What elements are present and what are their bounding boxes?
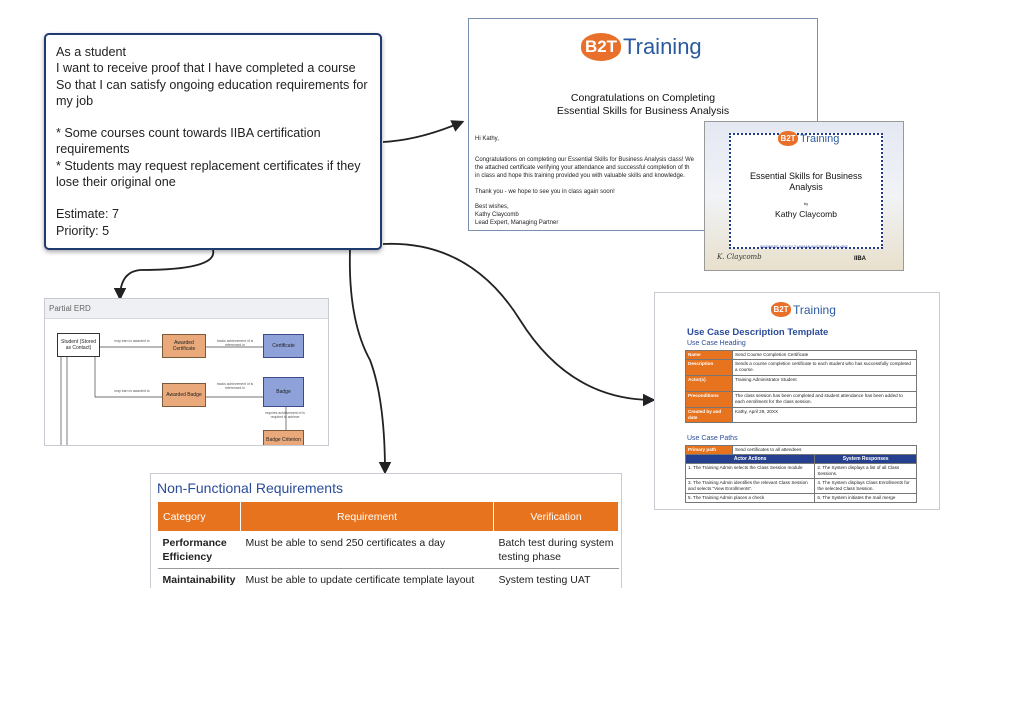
- certificate-title: Essential Skills for Business Analysis: [749, 171, 863, 192]
- entity-badge-criterion: Badge Criterion: [263, 430, 304, 445]
- email-body: in class and hope this training provided…: [475, 173, 685, 179]
- partial-erd: Partial ERD Student (Stored as Contact) …: [44, 298, 329, 446]
- nfr-verification: System testing UAT: [493, 568, 619, 588]
- entity-certificate: Certificate: [263, 334, 304, 358]
- table-row: Maintainability Must be able to update c…: [157, 568, 619, 588]
- signature: K. Claycomb: [717, 253, 762, 261]
- certificate-footer: BUSINESS AGILITY T HUMAN BUSINESS ANALYS…: [760, 245, 848, 249]
- use-case-title: Use Case Description Template: [687, 327, 829, 338]
- relation-label: tracks achievement of is referenced in: [216, 339, 254, 347]
- email-subheading: Essential Skills for Business Analysis: [556, 105, 730, 117]
- connector-to-nfr: [348, 249, 392, 475]
- entity-badge: Badge: [263, 377, 304, 407]
- entity-awarded-certificate: Awarded Certificate: [162, 334, 206, 358]
- erd-lines: [60, 346, 287, 445]
- relation-label: tracks achievement of is referenced in: [216, 382, 254, 390]
- connector-to-usecase: [382, 242, 656, 407]
- nfr-category: Performance Efficiency: [157, 531, 241, 569]
- email-heading: Congratulations on Completing: [570, 92, 716, 104]
- email-signer-title: Lead Expert, Managing Partner: [475, 220, 559, 226]
- story-note: * Some courses count towards IIBA certif…: [56, 126, 321, 157]
- email-signoff: Best wishes,: [475, 204, 509, 210]
- column-header: Verification: [493, 501, 619, 532]
- nfr-requirement: Must be able to send 250 certificates a …: [240, 531, 494, 569]
- entity-student: Student (Stored as Contact): [57, 333, 100, 357]
- iiba-logo: IIBA: [854, 256, 866, 262]
- story-note: * Students may request replacement certi…: [56, 158, 361, 190]
- column-header: Actor Actions: [684, 454, 816, 464]
- b2t-logo: B2T Training: [581, 33, 702, 61]
- nfr-verification: Batch test during system testing phase: [493, 531, 619, 569]
- connector-to-erd: [113, 249, 215, 301]
- nfr-table: Category Requirement Verification Perfor…: [157, 501, 619, 588]
- table-row: Performance Efficiency Must be able to s…: [157, 531, 619, 569]
- story-priority: Priority: 5: [56, 223, 110, 238]
- story-estimate: Estimate: 7: [56, 207, 119, 222]
- nfr-title: Non-Functional Requirements: [157, 480, 343, 496]
- certificate-by: by: [803, 201, 809, 206]
- use-case-heading-label: Use Case Heading: [687, 340, 746, 347]
- user-story-card: As a student I want to receive proof tha…: [44, 33, 382, 250]
- certificate-name: Kathy Claycomb: [775, 209, 837, 219]
- table-row: Actor(s)Training Administrator Student: [685, 375, 917, 392]
- b2t-logo: B2T Training: [778, 131, 839, 146]
- email-thanks: Thank you - we hope to see you in class …: [475, 189, 615, 195]
- erd-title: Partial ERD: [45, 299, 328, 319]
- use-case-description: B2T Training Use Case Description Templa…: [654, 292, 940, 510]
- column-header: Category: [157, 501, 241, 532]
- nfr-requirement: Must be able to update certificate templ…: [240, 568, 494, 588]
- column-header: Requirement: [240, 501, 494, 532]
- email-greeting: Hi Kathy,: [475, 136, 499, 142]
- story-line: So that I can satisfy ongoing education …: [56, 77, 368, 108]
- story-line: As a student: [56, 45, 127, 59]
- email-body: Congratulations on completing our Essent…: [475, 157, 694, 163]
- email-body: the attached certificate verifying your …: [475, 165, 690, 171]
- story-line: I want to receive proof that I have comp…: [56, 61, 356, 76]
- relation-label: may earn is awarded to: [114, 339, 150, 343]
- table-row: 3. The Training Admin identifies the rel…: [684, 478, 917, 494]
- use-case-paths-label: Use Case Paths: [687, 435, 738, 442]
- non-functional-requirements: Non-Functional Requirements Category Req…: [150, 473, 622, 588]
- certificate-frame: B2T Training Essential Skills for Busine…: [729, 131, 883, 249]
- relation-label: may earn is awarded to: [114, 389, 150, 393]
- table-row: 1. The Training Admin selects the Class …: [684, 463, 917, 479]
- b2t-logo: B2T Training: [771, 302, 836, 317]
- completion-certificate: B2T Training Essential Skills for Busine…: [704, 121, 904, 271]
- nfr-category: Maintainability: [157, 568, 241, 588]
- entity-awarded-badge: Awarded Badge: [162, 383, 206, 407]
- column-header: System Responses: [814, 454, 917, 464]
- email-signer: Kathy Claycomb: [475, 212, 519, 218]
- connector-to-email: [382, 120, 465, 143]
- relation-label: requires achievement of is required to a…: [265, 411, 305, 419]
